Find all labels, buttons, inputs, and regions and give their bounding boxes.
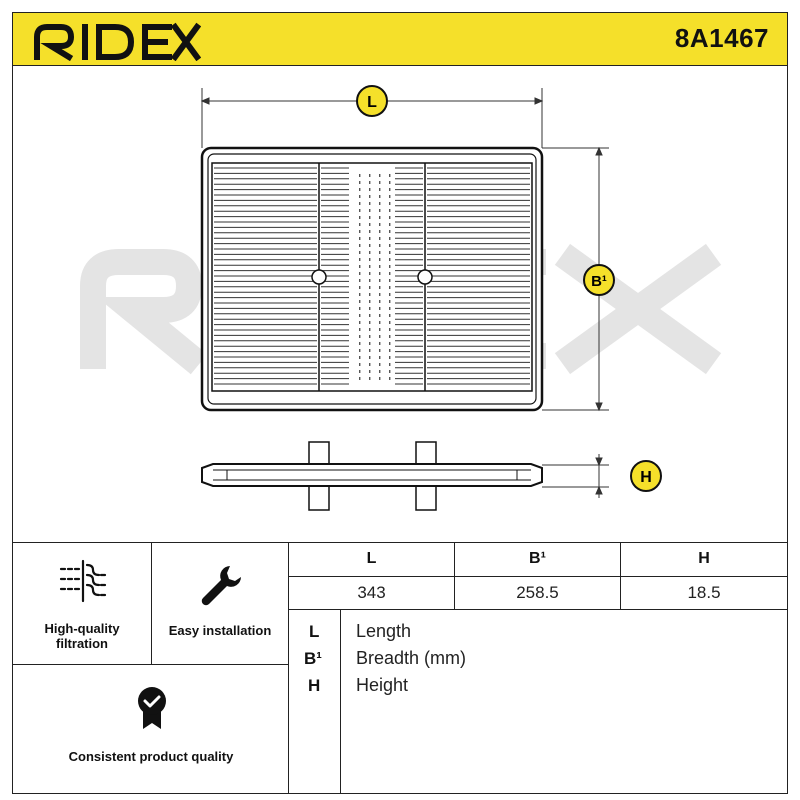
- dim-header-height: H: [698, 550, 710, 567]
- header-bar: 8A1467: [12, 12, 788, 66]
- height-marker: [630, 460, 662, 492]
- wrench-icon: [201, 566, 241, 606]
- dim-value-breadth: 258.5: [516, 583, 559, 602]
- dim-header-length: L: [366, 550, 377, 567]
- legend-text-length: Length: [356, 621, 412, 641]
- filter-icon: [59, 559, 107, 603]
- dim-value-length: 343: [357, 583, 386, 602]
- legend-key-length: L: [309, 622, 320, 641]
- technical-drawing: L B¹: [80, 85, 722, 511]
- filter-top-view: [200, 146, 544, 412]
- drawing-panel: L B¹: [12, 66, 788, 542]
- feature-label-installation: Easy installation: [168, 623, 272, 638]
- dim-value-height: 18.5: [687, 583, 721, 602]
- quality-badge-icon: [138, 687, 166, 729]
- legend-key-height: H: [308, 676, 321, 695]
- length-marker: [356, 85, 388, 117]
- height-dimension: [542, 454, 609, 498]
- legend-key-breadth: B¹: [304, 649, 322, 668]
- breadth-marker: [583, 264, 615, 296]
- legend-text-height: Height: [356, 675, 409, 695]
- part-number: 8A1467: [674, 23, 769, 53]
- feature-label-quality: Consistent product quality: [68, 749, 234, 764]
- dim-header-breadth: B¹: [529, 550, 546, 567]
- filter-side-view: [201, 441, 543, 511]
- length-marker-label: L: [367, 94, 377, 111]
- breadth-marker-label: B¹: [591, 273, 607, 290]
- info-table: High-quality filtration Easy installatio…: [12, 542, 788, 794]
- ridex-logo: [34, 22, 201, 61]
- legend-text-breadth: Breadth (mm): [356, 648, 467, 668]
- feature-label-filtration: High-quality filtration: [44, 621, 120, 651]
- height-marker-label: H: [640, 469, 652, 486]
